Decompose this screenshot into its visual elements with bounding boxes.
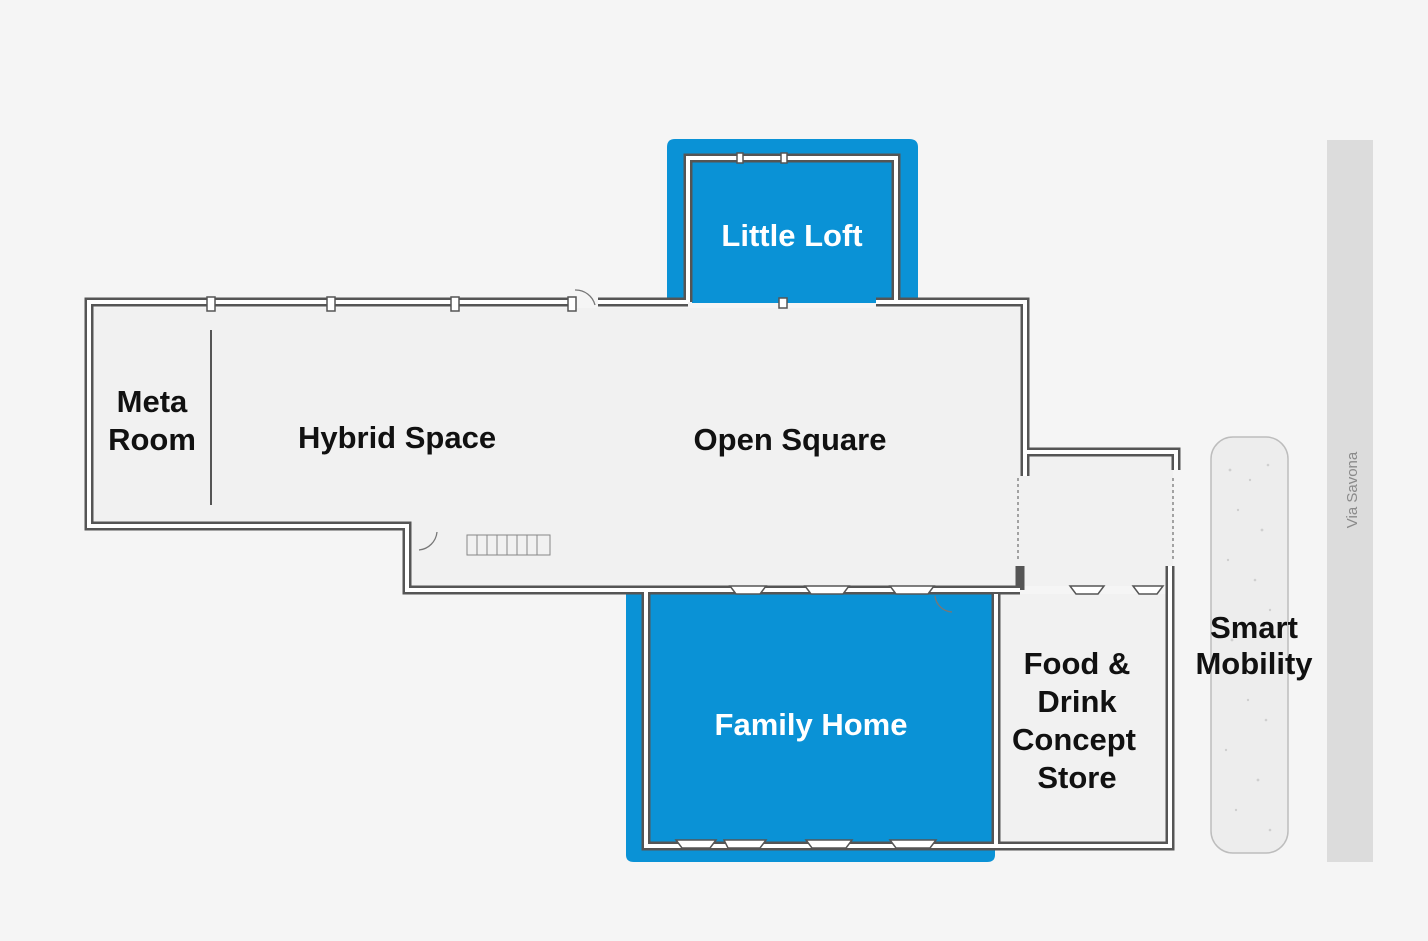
family-home-room[interactable] — [650, 593, 995, 838]
smart-mobility-label-line1: Smart — [1210, 610, 1298, 645]
family-home-windows — [674, 585, 1165, 849]
door-swings — [418, 289, 1174, 613]
open-square-label: Open Square — [694, 422, 887, 457]
little-loft-label: Little Loft — [721, 218, 862, 253]
food-drink-label-line4: Store — [1037, 760, 1116, 795]
meta-room-label-line1: Meta — [117, 384, 188, 419]
window-posts — [206, 152, 788, 312]
family-home-label: Family Home — [715, 707, 908, 742]
smart-mobility-zone[interactable] — [1210, 436, 1289, 854]
food-drink-label-line1: Food & — [1024, 646, 1131, 681]
stairs — [466, 534, 551, 556]
smart-mobility-label-line2: Mobility — [1195, 646, 1313, 681]
food-drink-label-line2: Drink — [1037, 684, 1117, 719]
little-loft-room[interactable] — [692, 163, 892, 303]
street-label: Via Savona — [1344, 451, 1361, 528]
floor-area — [93, 308, 1173, 842]
street-strip — [1327, 140, 1373, 862]
hybrid-space-label: Hybrid Space — [298, 420, 496, 455]
walls-inner — [87, 156, 1178, 848]
food-drink-label-line3: Concept — [1012, 722, 1136, 757]
meta-room-label-line2: Room — [108, 422, 196, 457]
